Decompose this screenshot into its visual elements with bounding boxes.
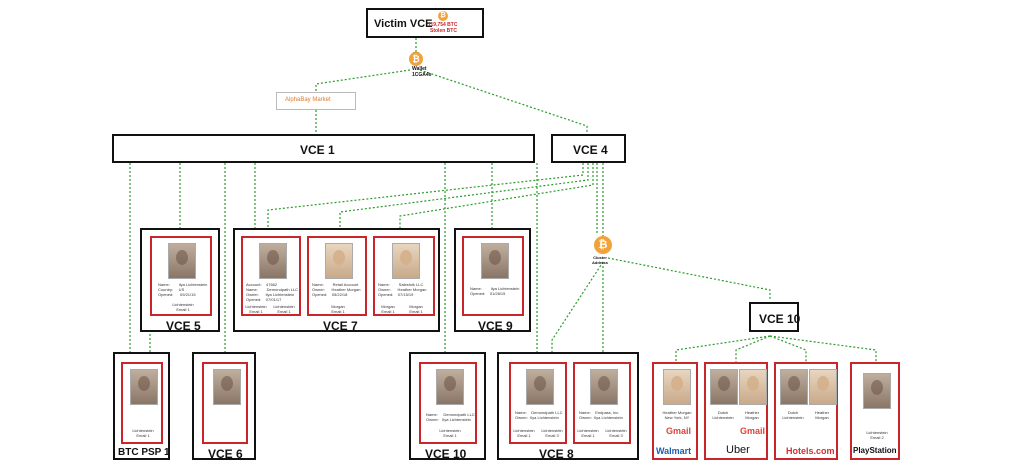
vce7-card-1-info: Account: 47662 Name: Demondpath LLC Owne… — [246, 282, 299, 302]
vce8-card-1-caption-2: Lichtenstein Email 3 — [541, 428, 563, 438]
vce5-info: Name: Ilya Lichtenstein Country: US Open… — [158, 282, 208, 297]
btc-psp1-card: Lichtenstein Email 1 — [121, 362, 163, 444]
wallet-bitcoin-icon: ₿ — [409, 52, 423, 66]
vce10-card-walmart: Heather Morgan New York, NY Gmail Walmar… — [652, 362, 698, 460]
person-photo — [809, 369, 837, 405]
vce10-card-4-caption: Lichtenstein Email 2 — [866, 430, 888, 440]
person-photo — [526, 369, 554, 405]
vce8-card-2-info: Name: Endpass, Inc Owner: Ilya Lichtenst… — [579, 410, 623, 420]
person-photo — [663, 369, 691, 405]
vce8-card-1-info: Name: Demondpath LLC Owner: Ilya Lichten… — [515, 410, 563, 420]
victim-vce-box: Victim VCE ₿ 119,754 BTC Stolen BTC — [366, 8, 484, 38]
btc-psp1-caption: Lichtenstein Email 1 — [132, 428, 154, 438]
vce9-label: VCE 9 — [478, 319, 513, 333]
person-photo — [392, 243, 420, 279]
gmail-logo: Gmail — [666, 426, 692, 436]
vce8-card-1-caption-1: Lichtenstein Email 1 — [513, 428, 535, 438]
vce8-card-2-caption-2: Lichtenstein Email 3 — [605, 428, 627, 438]
vce7-card-1-caption-1: Lichtenstein Email 1 — [245, 304, 267, 314]
vce10-info: Name: Demondpath LLC Owner: Ilya Lichten… — [426, 412, 475, 422]
vce10-card-2-info-1: Dutch Lichtenstein — [712, 410, 734, 420]
vce9-info: Name: Ilya Lichtenstein Opened: 01/28/15 — [470, 286, 520, 296]
vce10-label-box: VCE 10 — [749, 302, 801, 332]
person-photo — [780, 369, 808, 405]
vce7-card-3-caption-1: Morgan Email 1 — [381, 304, 395, 314]
vce7-card-2: Name: Retail Account Owner: Heather Morg… — [307, 236, 367, 316]
victim-vce-title: Victim VCE — [374, 18, 433, 30]
uber-logo: Uber — [726, 444, 750, 456]
person-photo — [436, 369, 464, 405]
vce10-card: Name: Demondpath LLC Owner: Ilya Lichten… — [419, 362, 477, 444]
vce9-card: Name: Ilya Lichtenstein Opened: 01/28/15 — [462, 236, 524, 316]
vce10-caption: Lichtenstein Email 1 — [439, 428, 461, 438]
person-photo — [590, 369, 618, 405]
vce5-group: Name: Ilya Lichtenstein Country: US Open… — [140, 228, 220, 333]
vce1-box: VCE 1 — [112, 134, 535, 163]
vce8-card-2-caption-1: Lichtenstein Email 1 — [577, 428, 599, 438]
walmart-logo: Walmart — [656, 446, 692, 456]
victim-stolen-label: Stolen BTC — [430, 28, 457, 34]
cluster-address-label: Cluster Address — [592, 255, 609, 265]
vce10-label: VCE 10 — [425, 447, 467, 461]
vce7-card-2-info: Name: Retail Account Owner: Heather Morg… — [312, 282, 361, 297]
vce10-card-1-info: Heather Morgan New York, NY — [662, 410, 692, 420]
wallet-label: Wallet 1CGA4s — [412, 66, 432, 78]
vce7-card-3: Name: Salesfolk LLC Owner: Heather Morga… — [373, 236, 435, 316]
bitcoin-icon: ₿ — [438, 11, 448, 21]
vce5-label: VCE 5 — [166, 319, 201, 333]
person-photo — [481, 243, 509, 279]
vce10-box-label: VCE 10 — [759, 312, 801, 326]
vce10-card-2-info-2: Heather Morgan — [744, 410, 760, 420]
vce7-card-1-caption-2: Lichtenstein Email 1 — [273, 304, 295, 314]
vce7-card-2-caption: Morgan Email 1 — [331, 304, 345, 314]
person-photo — [213, 369, 241, 405]
vce10-card-playstation: Lichtenstein Email 2 PlayStation — [850, 362, 900, 460]
alphabay-market-box: AlphaBay Market — [276, 92, 356, 110]
vce10-card-hotels: Dutch Lichtenstein Heather Morgan Hotels… — [774, 362, 838, 460]
vce7-card-3-info: Name: Salesfolk LLC Owner: Heather Morga… — [378, 282, 427, 297]
btc-psp1-label: BTC PSP 1 — [118, 447, 170, 458]
btc-psp1-group: Lichtenstein Email 1 BTC PSP 1 — [113, 352, 170, 460]
vce8-label: VCE 8 — [539, 447, 574, 461]
vce6-card — [202, 362, 248, 444]
vce7-group: Account: 47662 Name: Demondpath LLC Owne… — [233, 228, 440, 333]
gmail-logo: Gmail — [740, 426, 766, 436]
playstation-logo: PlayStation — [853, 446, 897, 455]
victim-btc-amount: 119,754 BTC — [428, 22, 458, 28]
vce4-label: VCE 4 — [573, 143, 608, 157]
vce10-card-3-info-1: Dutch Lichtenstein — [782, 410, 804, 420]
person-photo — [739, 369, 767, 405]
person-photo — [130, 369, 158, 405]
vce8-card-1: Name: Demondpath LLC Owner: Ilya Lichten… — [509, 362, 567, 444]
vce10-card-uber: Dutch Lichtenstein Heather Morgan Gmail … — [704, 362, 768, 460]
vce6-group: VCE 6 — [192, 352, 256, 461]
vce5-card: Name: Ilya Lichtenstein Country: US Open… — [150, 236, 212, 316]
person-photo — [863, 373, 891, 409]
person-photo — [259, 243, 287, 279]
vce7-card-1: Account: 47662 Name: Demondpath LLC Owne… — [241, 236, 301, 316]
vce10-card-3-info-2: Heather Morgan — [814, 410, 830, 420]
vce6-label: VCE 6 — [208, 447, 243, 461]
vce7-card-3-caption-2: Morgan Email 1 — [409, 304, 423, 314]
vce7-label: VCE 7 — [323, 319, 358, 333]
vce1-label: VCE 1 — [300, 143, 335, 157]
vce8-card-2: Name: Endpass, Inc Owner: Ilya Lichtenst… — [573, 362, 631, 444]
vce8-group: Name: Demondpath LLC Owner: Ilya Lichten… — [497, 352, 639, 461]
hotels-logo: Hotels.com — [786, 446, 835, 456]
person-photo — [710, 369, 738, 405]
vce9-group: Name: Ilya Lichtenstein Opened: 01/28/15… — [454, 228, 531, 333]
cluster-bitcoin-icon: ₿ — [594, 236, 612, 254]
alphabay-market-label: AlphaBay Market — [285, 97, 331, 103]
person-photo — [168, 243, 196, 279]
person-photo — [325, 243, 353, 279]
vce10-group: Name: Demondpath LLC Owner: Ilya Lichten… — [409, 352, 486, 461]
vce4-box: VCE 4 — [551, 134, 626, 163]
vce5-caption: Lichtenstein Email 1 — [172, 302, 194, 312]
